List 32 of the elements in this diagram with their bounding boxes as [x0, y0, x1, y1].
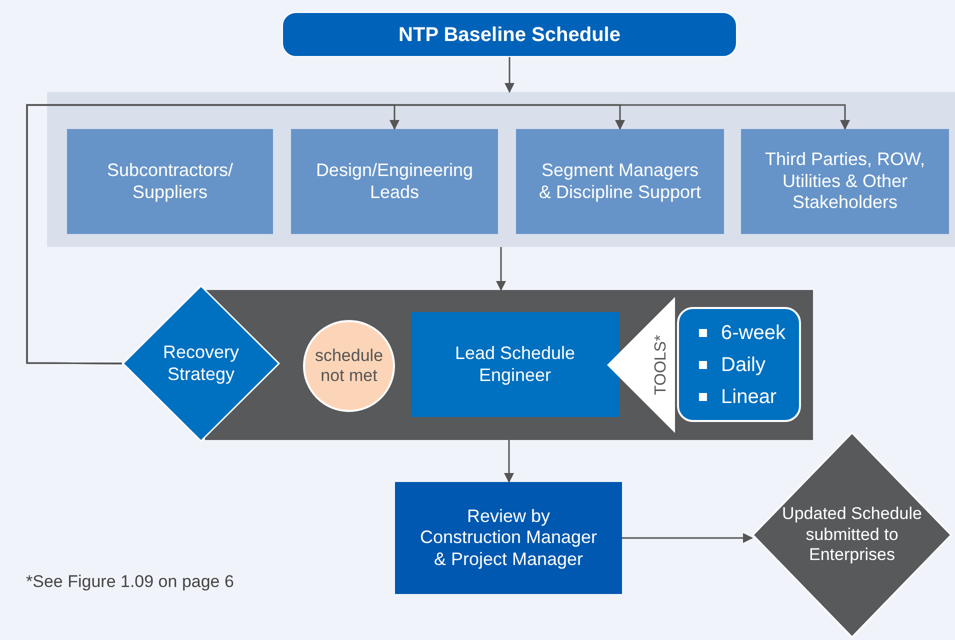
- stakeholder-box: [741, 129, 949, 234]
- decision-diamond: [122, 285, 280, 442]
- diamond-label: Updated Schedule submitted to Enterprises: [781, 504, 923, 566]
- stakeholder-box: [516, 129, 724, 234]
- tools-list-box: [677, 307, 801, 422]
- diamond-label: Recovery Strategy: [162, 342, 240, 386]
- circle-label: schedule not met: [314, 346, 384, 386]
- box-label: Third Parties, ROW, Utilities & Other Stakeholders: [764, 149, 926, 214]
- stakeholder-box: [291, 129, 498, 234]
- list-item: Linear: [721, 384, 777, 408]
- process-box: [395, 482, 622, 594]
- stakeholder-box: [67, 129, 273, 234]
- box-label: Review by Construction Manager & Project Manager: [418, 506, 598, 570]
- box-label: Subcontractors/ Suppliers: [106, 160, 234, 204]
- process-box: [411, 312, 619, 417]
- arrow: [504, 440, 514, 483]
- box-label: Lead Schedule Engineer: [454, 342, 576, 386]
- footnote: *See Figure 1.09 on page 6: [26, 572, 234, 592]
- arrow: [496, 247, 506, 291]
- list-item: Daily: [721, 352, 766, 376]
- decision-diamond: [752, 432, 952, 638]
- list-item: 6-week: [721, 320, 786, 344]
- box-label: Design/Engineering Leads: [314, 160, 474, 204]
- box-label: Segment Managers & Discipline Support: [538, 160, 702, 204]
- arrow: [504, 57, 514, 93]
- title-text: NTP Baseline Schedule: [398, 22, 620, 46]
- arrow: [622, 533, 753, 543]
- arrow: [26, 104, 850, 364]
- group-band: [47, 92, 955, 247]
- tools-label: TOOLS*: [651, 334, 670, 396]
- pointer-triangle: [607, 297, 675, 433]
- title-box: [282, 12, 737, 57]
